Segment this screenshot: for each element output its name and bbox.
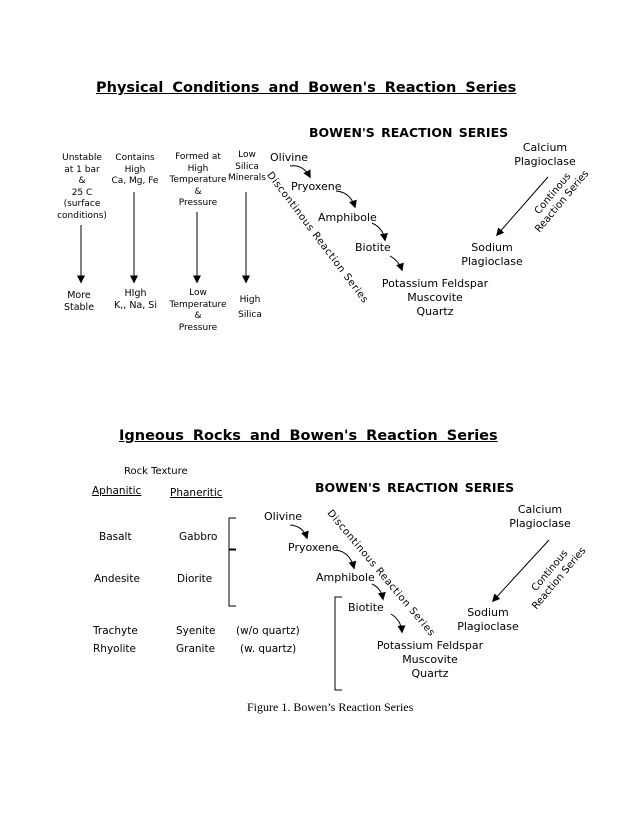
column-stability-top: Unstable at 1 bar & 25 C (surface condit… xyxy=(57,153,107,222)
figure-caption: Figure 1. Bowen’s Reaction Series xyxy=(247,700,414,714)
label-line: K,, Na, Si xyxy=(114,300,157,311)
label-line: Temperature xyxy=(169,299,227,310)
rock-diorite: Diorite xyxy=(177,573,213,585)
rock-andesite: Andesite xyxy=(94,573,140,585)
bracket-gabbro xyxy=(228,517,236,551)
label-line: Quartz xyxy=(411,667,449,680)
top-series-title: BOWEN'S REACTION SERIES xyxy=(309,125,509,140)
column-composition-bottom: HIgh K,, Na, Si xyxy=(108,288,163,312)
mineral-calcium-plagioclase: Calcium Plagioclase xyxy=(505,141,585,169)
rock-basalt: Basalt xyxy=(99,531,132,543)
label-line: Temperature xyxy=(169,175,227,185)
label-line: Muscovite xyxy=(402,653,458,666)
label-line: Low xyxy=(189,288,207,298)
label-line: Plagioclase xyxy=(509,517,571,530)
rock-syenite: Syenite xyxy=(176,625,216,637)
column-silica-bottom: High Silica xyxy=(232,293,268,323)
label-line: Pressure xyxy=(178,198,218,208)
label-line: 25 C xyxy=(71,187,93,198)
mineral-olivine-2: Olivine xyxy=(264,510,303,523)
rock-trachyte: Trachyte xyxy=(93,625,138,637)
mineral-pyroxene: Pryoxene xyxy=(291,180,342,193)
label-line: Silica xyxy=(235,161,259,172)
label-line: Calcium xyxy=(522,141,568,154)
label-line: Potassium Feldspar xyxy=(376,639,484,652)
column-stability-bottom: More Stable xyxy=(59,290,99,314)
rock-texture-label: Rock Texture xyxy=(124,466,188,477)
mineral-amphibole: Amphibole xyxy=(318,211,377,224)
mineral-olivine: Olivine xyxy=(270,151,309,164)
mineral-final-group-2: Potassium Feldspar Muscovite Quartz xyxy=(365,639,495,681)
label-line: HIgh xyxy=(124,288,147,299)
column-silica-top: Low Silica Minerals xyxy=(226,150,268,185)
aphanitic-heading: Aphanitic xyxy=(92,485,142,497)
label-line: High xyxy=(124,164,146,175)
label-line: Potassium Feldspar xyxy=(381,277,489,290)
label-line: Sodium xyxy=(467,606,509,619)
label-line: Plagioclase xyxy=(461,255,523,268)
arrow-olivine-pyroxene-2 xyxy=(289,524,309,540)
mineral-pyroxene-2: Pryoxene xyxy=(288,541,339,554)
label-line: Low xyxy=(238,150,256,160)
label-line: at 1 bar xyxy=(64,164,100,175)
mineral-biotite-2: Biotite xyxy=(348,601,384,614)
label-line: Plagioclase xyxy=(457,620,519,633)
arrow-biotite-final-2 xyxy=(390,613,406,634)
note-without-quartz: (w/o quartz) xyxy=(236,625,300,637)
mineral-amphibole-2: Amphibole xyxy=(316,571,375,584)
rock-granite: Granite xyxy=(176,643,216,655)
mineral-sodium-plagioclase: Sodium Plagioclase xyxy=(452,241,532,269)
top-title: Physical Conditions and Bowen's Reaction… xyxy=(96,80,517,96)
label-line: Muscovite xyxy=(407,291,463,304)
arrow-continuous-bottom xyxy=(491,539,550,603)
label-line: Quartz xyxy=(416,305,454,318)
mineral-biotite: Biotite xyxy=(355,241,391,254)
bottom-title: Igneous Rocks and Bowen's Reaction Serie… xyxy=(119,428,498,444)
label-line: (surface xyxy=(63,199,101,209)
column-temperature-top: Formed at High Temperature & Pressure xyxy=(167,152,229,210)
label-line: High xyxy=(239,295,261,305)
note-with-quartz: (w. quartz) xyxy=(240,643,297,655)
label-line: & xyxy=(194,311,202,321)
label-line: Formed at xyxy=(175,152,221,162)
label-line: Unstable xyxy=(62,153,102,163)
bottom-series-title: BOWEN'S REACTION SERIES xyxy=(315,480,515,495)
mineral-calcium-plagioclase-2: Calcium Plagioclase xyxy=(500,503,580,531)
bracket-diorite xyxy=(228,548,236,607)
column-temperature-bottom: Low Temperature & Pressure xyxy=(167,288,229,334)
rock-rhyolite: Rhyolite xyxy=(93,643,136,655)
label-line: & xyxy=(78,176,86,186)
arrow-pyroxene-amphibole xyxy=(335,190,357,209)
arrow-olivine-pyroxene xyxy=(289,165,311,179)
label-line: & xyxy=(194,186,202,197)
arrow-continuous-top xyxy=(496,176,549,237)
column-composition-top: Contains High Ca, Mg, Fe xyxy=(105,153,165,188)
label-line: conditions) xyxy=(57,210,107,221)
label-line: Silica xyxy=(238,310,262,320)
mineral-final-group: Potassium Feldspar Muscovite Quartz xyxy=(370,277,500,319)
bracket-granite xyxy=(334,596,342,691)
label-line: More xyxy=(67,290,91,301)
label-line: High xyxy=(187,163,209,174)
label-line: Calcium xyxy=(517,503,563,516)
label-line: Ca, Mg, Fe xyxy=(111,176,159,186)
arrow-amphibole-biotite-2 xyxy=(371,583,386,601)
label-line: Stable xyxy=(63,302,95,313)
rock-gabbro: Gabbro xyxy=(179,531,218,543)
phaneritic-heading: Phaneritic xyxy=(170,487,223,499)
arrow-biotite-final xyxy=(389,255,404,272)
label-line: Plagioclase xyxy=(514,155,576,168)
label-line: Sodium xyxy=(471,241,513,254)
label-line: Pressure xyxy=(178,322,218,333)
label-line: Minerals xyxy=(228,173,266,183)
arrow-pyroxene-amphibole-2 xyxy=(335,549,357,570)
arrow-amphibole-biotite xyxy=(371,222,388,242)
label-line: Contains xyxy=(115,153,155,163)
mineral-sodium-plagioclase-2: Sodium Plagioclase xyxy=(448,606,528,634)
